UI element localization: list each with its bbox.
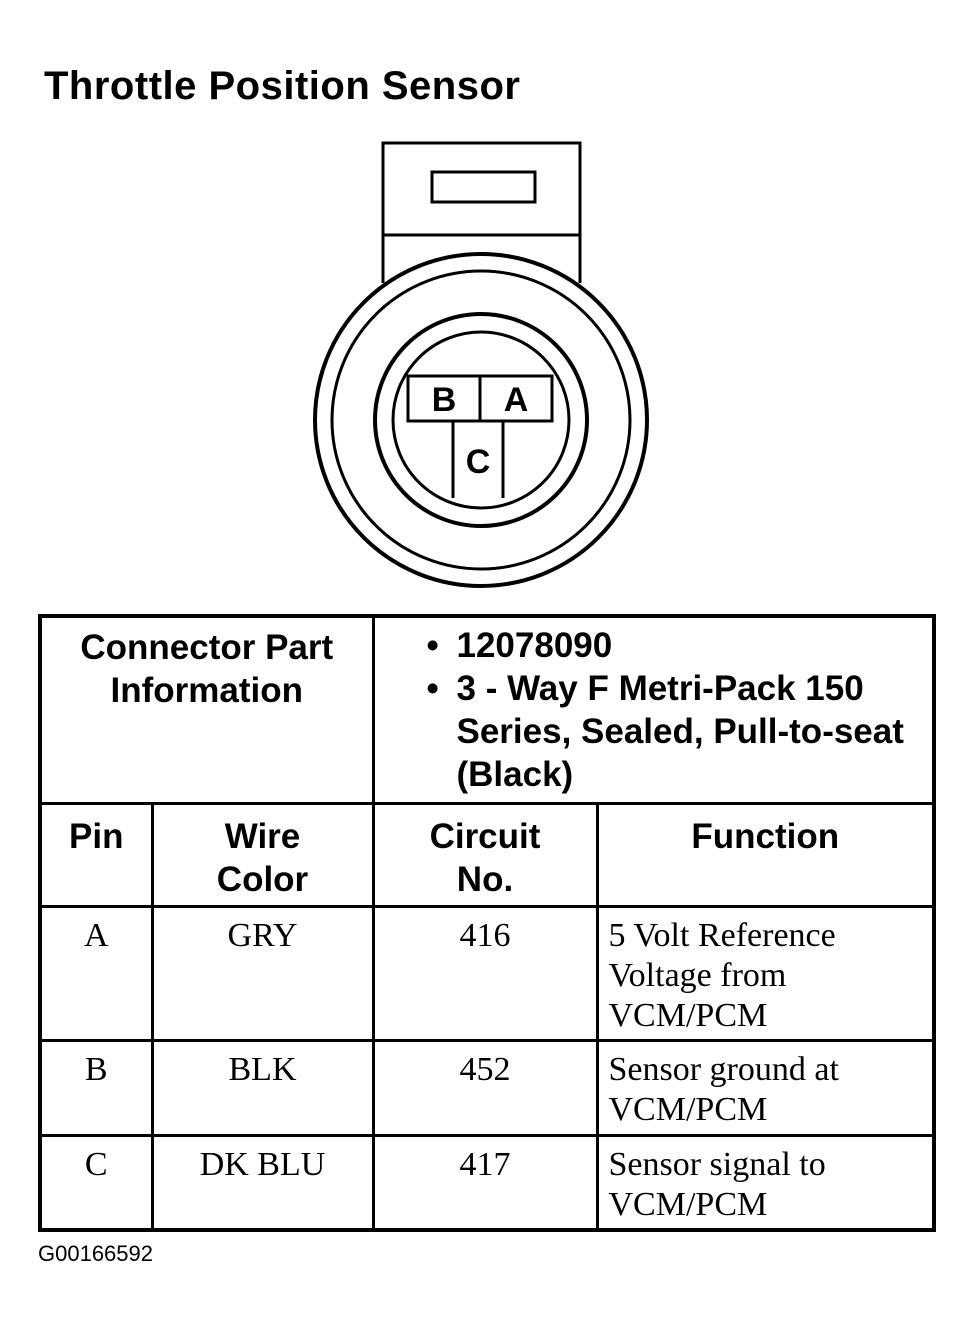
pinout-table: Connector Part Information •12078090 •3 …: [38, 614, 936, 1232]
pin-label-b: B: [432, 381, 457, 419]
circuit-cell: 452: [371, 1038, 599, 1137]
connector-lock-slot: [430, 170, 537, 204]
pin-cell: B: [38, 1038, 154, 1137]
connector-part-number: •12078090: [426, 626, 613, 665]
connector-locking-tab: [381, 141, 582, 283]
table-row: B BLK 452 Sensor ground at VCM/PCM: [38, 1038, 936, 1137]
header-wire-color: Wire Color: [150, 801, 375, 908]
header-pin: Pin: [38, 801, 154, 908]
bullet-icon: •: [426, 626, 439, 665]
table-row: A GRY 416 5 Volt Reference Voltage from …: [38, 904, 936, 1042]
connector-info-values: •12078090 •3 - Way F Metri-Pack 150 Seri…: [371, 614, 936, 805]
connector-face-diagram: B A C: [313, 141, 649, 588]
figure-id: G00166592: [38, 1241, 153, 1266]
table-header-row: Pin Wire Color Circuit No. Function: [38, 801, 936, 908]
header-circuit-no: Circuit No.: [371, 801, 599, 908]
connector-inner-ring: [373, 312, 589, 528]
pin-cell: C: [38, 1133, 154, 1232]
terminal-cavity-c: [451, 421, 505, 498]
connector-info-label: Connector Part Information: [38, 614, 375, 805]
circuit-cell: 416: [371, 904, 599, 1042]
page-title: Throttle Position Sensor: [44, 64, 521, 108]
connector-face-ring: [391, 330, 571, 510]
wire-color-cell: DK BLU: [150, 1133, 375, 1232]
header-function: Function: [595, 801, 936, 908]
table-row: C DK BLU 417 Sensor signal to VCM/PCM: [38, 1133, 936, 1232]
pin-label-a: A: [504, 381, 529, 419]
connector-description: •3 - Way F Metri-Pack 150 Series, Sealed…: [426, 669, 904, 794]
function-cell: Sensor ground at VCM/PCM: [595, 1038, 936, 1137]
wire-color-cell: BLK: [150, 1038, 375, 1137]
circuit-cell: 417: [371, 1133, 599, 1232]
terminal-cavity-a: [478, 374, 554, 423]
function-cell: 5 Volt Reference Voltage from VCM/PCM: [595, 904, 936, 1042]
connector-info-row: Connector Part Information •12078090 •3 …: [38, 614, 936, 805]
pin-label-c: C: [466, 443, 491, 481]
bullet-icon: •: [426, 669, 439, 708]
function-cell: Sensor signal to VCM/PCM: [595, 1133, 936, 1232]
connector-mid-ring: [330, 269, 632, 571]
pin-cell: A: [38, 904, 154, 1042]
wire-color-cell: GRY: [150, 904, 375, 1042]
